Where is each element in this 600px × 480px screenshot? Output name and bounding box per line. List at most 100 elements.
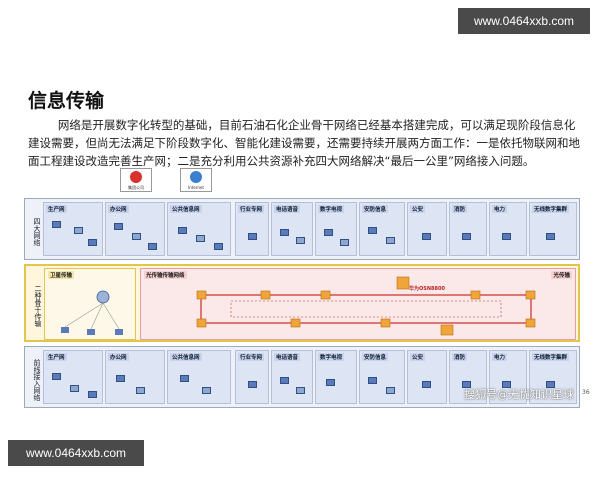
top-section-fire: 消防: [449, 202, 487, 256]
internet-label: Internet: [188, 185, 204, 190]
top-section-security: 安防信息: [359, 202, 405, 256]
bottom-section-production: 生产网: [43, 350, 103, 404]
server-icon: [248, 381, 257, 388]
section-head: 电力: [492, 205, 508, 213]
fiber-transmission-area: 光传输传输网络 光传输 华为OSN8800: [140, 268, 576, 340]
server-icon: [178, 227, 187, 234]
switch-icon: [214, 243, 223, 250]
section-head: 安防信息: [362, 205, 389, 213]
top-section-industry: 行业专网: [235, 202, 269, 256]
group-company-logo-icon: [130, 171, 142, 183]
router-icon: [74, 227, 83, 234]
ground-station-icon: [61, 327, 69, 333]
camera-icon: [368, 377, 377, 384]
fiber-node-icon: [380, 318, 391, 328]
monitor-icon: [386, 237, 395, 244]
sensor-icon: [88, 391, 97, 398]
fiber-node-icon: [470, 290, 481, 300]
band-backbone-transmission: 二种骨干传输 卫星传输 光传输传输网络 光传输 华为OSN8800: [24, 264, 580, 342]
radio-tower-icon: [546, 381, 555, 388]
section-head: 电话语音: [274, 205, 301, 213]
fiber-node-icon: [290, 318, 301, 328]
ground-station-icon: [87, 329, 95, 335]
radio-tower-icon: [546, 233, 555, 240]
switch-icon: [116, 375, 125, 382]
section-head: 数字电视: [318, 205, 345, 213]
satellite-link: [64, 302, 104, 328]
internet-globe-icon: [190, 171, 202, 183]
section-head: 无线数字集群: [532, 205, 570, 213]
ground-station-icon: [115, 329, 123, 335]
band-label-four-networks: 四大网络: [33, 218, 41, 246]
server-icon: [180, 375, 189, 382]
bottom-section-power: 电力: [489, 350, 527, 404]
group-company-label: 集团公司: [128, 185, 144, 190]
group-company-logo-box: 集团公司: [120, 168, 152, 192]
fiber-node-icon: [196, 318, 207, 328]
tv-icon: [340, 239, 349, 246]
camera-icon: [368, 227, 377, 234]
switch-icon: [148, 243, 157, 250]
intro-paragraph: 网络是开展数字化转型的基础，目前石油石化企业骨干网络已经基本搭建完成，可以满足现…: [28, 118, 580, 168]
server-icon: [248, 233, 257, 240]
top-section-production: 生产网: [43, 202, 103, 256]
bottom-section-police: 公安: [407, 350, 447, 404]
bottom-section-telephone: 电话语音: [271, 350, 313, 404]
section-head: 生产网: [46, 205, 67, 213]
phone-icon: [280, 377, 289, 384]
satellite-dish-icon: [96, 290, 110, 304]
terminal-icon: [70, 385, 79, 392]
section-head: 数字电视: [318, 353, 345, 361]
pc-icon: [136, 387, 145, 394]
satellite-link: [102, 302, 120, 330]
section-head: 办公网: [108, 205, 129, 213]
section-head: 公共信息网: [170, 353, 202, 361]
bottom-section-fire: 消防: [449, 350, 487, 404]
server-icon: [462, 233, 471, 240]
network-diagram: 集团公司 Internet 四大网络 生产网 办公网 公共信息网 行业专网: [24, 168, 580, 408]
fiber-inner-ring: [230, 300, 502, 318]
ring-network-label: 光传输传输网络: [144, 271, 187, 279]
fiber-node-icon: [525, 318, 536, 328]
bottom-section-public-info: 公共信息网: [167, 350, 231, 404]
section-head: 公共信息网: [170, 205, 202, 213]
section-head: 公安: [410, 205, 426, 213]
terminal-icon: [462, 381, 471, 388]
section-head: 办公网: [108, 353, 129, 361]
server-icon: [422, 233, 431, 240]
top-section-wireless-trunk: 无线数字集群: [529, 202, 577, 256]
section-head: 行业专网: [238, 205, 265, 213]
section-head: 电力: [492, 353, 508, 361]
fiber-node-icon: [320, 290, 331, 300]
top-section-office: 办公网: [105, 202, 165, 256]
band-label-frontline: 前线接入网络: [33, 359, 41, 401]
fiber-node-icon: [525, 290, 536, 300]
tv-server-icon: [324, 229, 333, 236]
top-section-public-info: 公共信息网: [167, 202, 231, 256]
top-section-telephone: 电话语音: [271, 202, 313, 256]
terminal-icon: [422, 381, 431, 388]
core-node-icon: [396, 276, 410, 290]
core-node-icon: [440, 324, 454, 336]
phone-icon: [296, 387, 305, 394]
phone-icon: [202, 387, 211, 394]
section-head: 消防: [452, 353, 468, 361]
fiber-node-icon: [260, 290, 271, 300]
section-head: 生产网: [46, 353, 67, 361]
watermark-top: www.0464xxb.com: [458, 8, 590, 34]
switch-icon: [88, 239, 97, 246]
router-icon: [196, 235, 205, 242]
server-icon: [52, 373, 61, 380]
fiber-node-icon: [196, 290, 207, 300]
terminal-icon: [502, 381, 511, 388]
camera-icon: [386, 387, 395, 394]
bottom-section-industry: 行业专网: [235, 350, 269, 404]
top-section-digital-tv: 数字电视: [315, 202, 357, 256]
satellite-head: 卫星传输: [48, 271, 75, 279]
bottom-section-office: 办公网: [105, 350, 165, 404]
section-head: 安防信息: [362, 353, 389, 361]
tv-icon: [326, 379, 335, 386]
section-head: 行业专网: [238, 353, 265, 361]
band-frontline-access: 前线接入网络 生产网 办公网 公共信息网 行业专网 电话语音 数字电视: [24, 346, 580, 408]
section-head: 消防: [452, 205, 468, 213]
